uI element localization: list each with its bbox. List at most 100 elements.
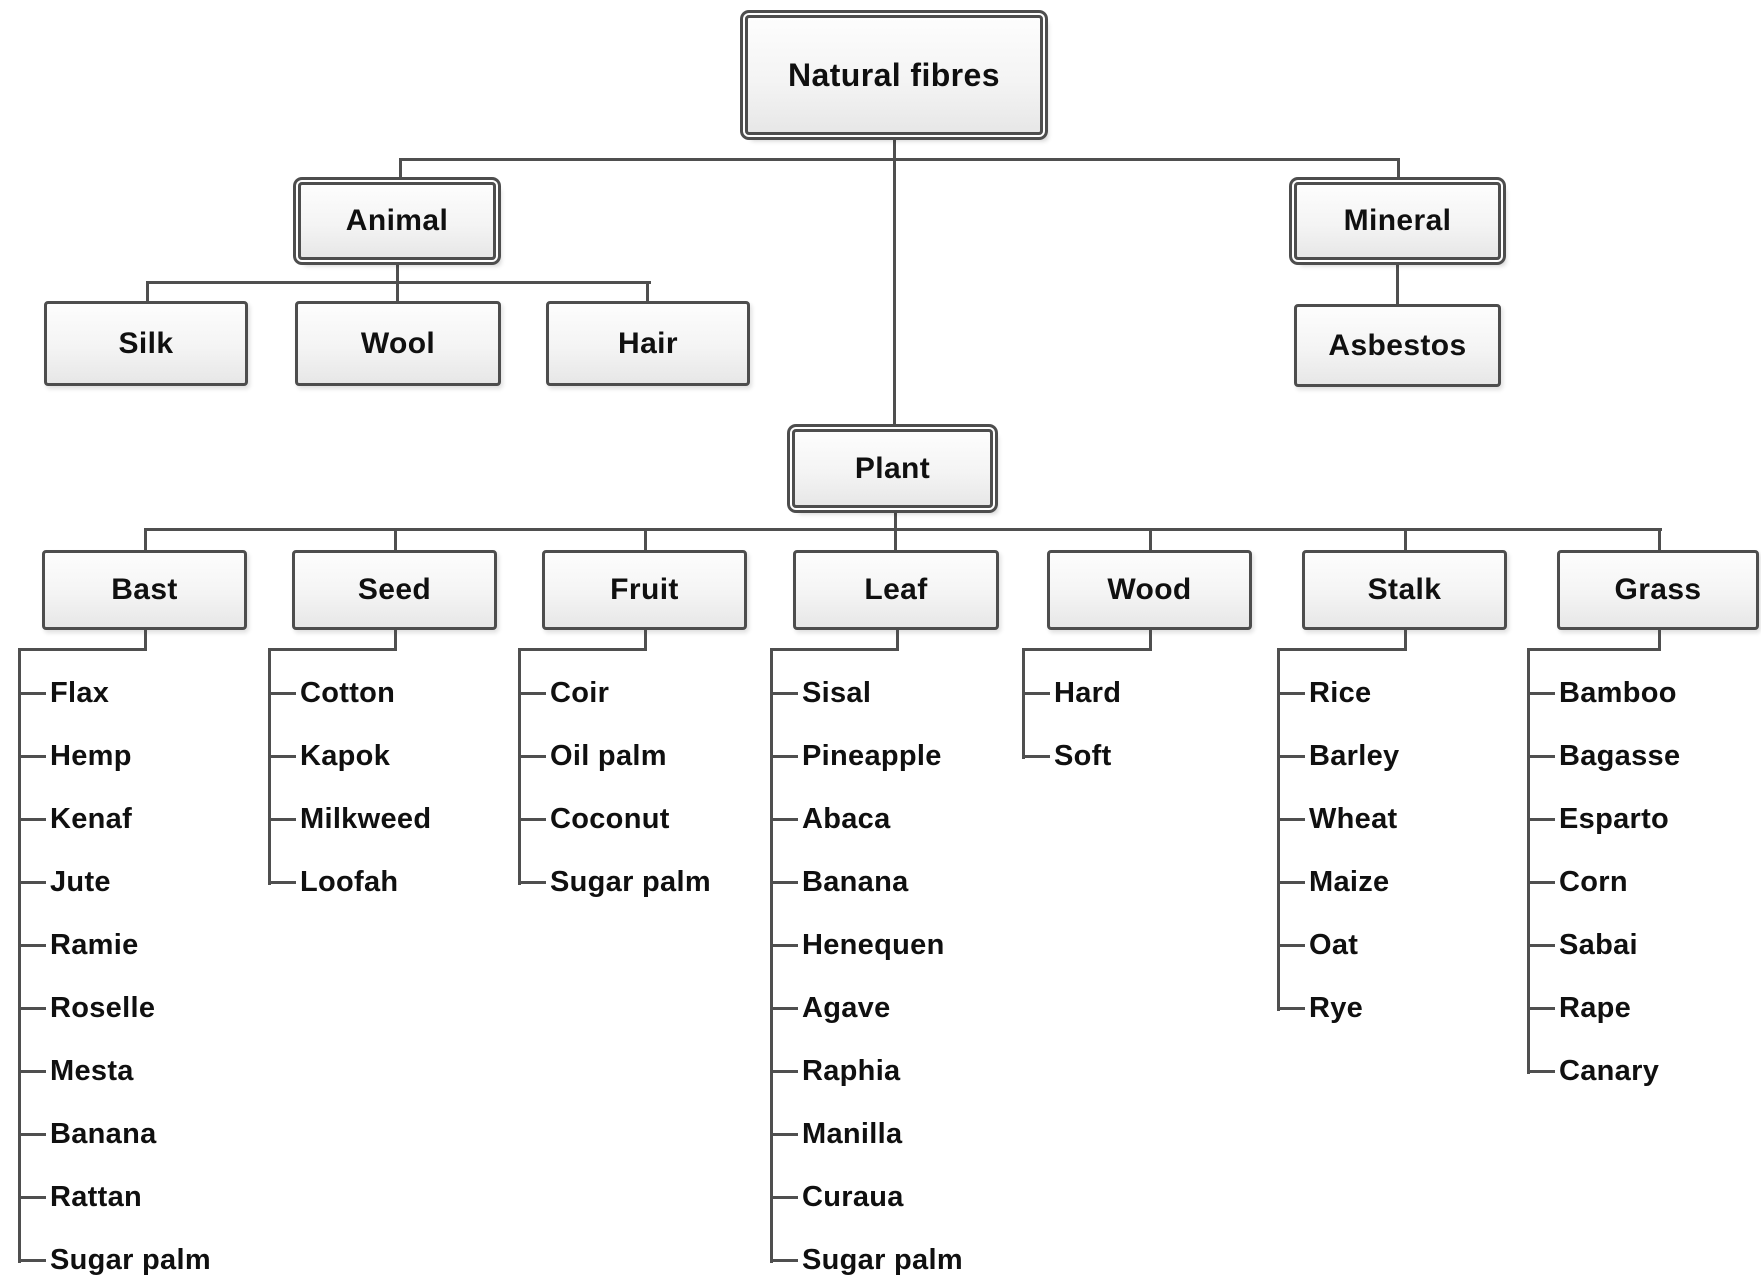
node-label: Plant: [854, 451, 931, 485]
node-silk: Silk: [44, 301, 248, 386]
node-label: Wood: [1107, 573, 1192, 606]
list-item-label: Roselle: [50, 992, 156, 1024]
connector-line: [1527, 818, 1555, 821]
node-label: Hair: [618, 326, 678, 360]
connector-line: [394, 630, 397, 651]
list-item-label: Sugar palm: [50, 1244, 211, 1276]
connector-line: [18, 1133, 46, 1136]
list-item-label: Kenaf: [50, 803, 133, 835]
connector-line: [18, 1007, 46, 1010]
connector-line: [770, 1196, 798, 1199]
connector-line: [1404, 630, 1407, 651]
connector-line: [1277, 881, 1305, 884]
list-item-label: Hard: [1054, 677, 1122, 709]
connector-line: [1658, 630, 1661, 651]
connector-line: [1022, 648, 1152, 651]
connector-line: [1527, 944, 1555, 947]
list-item-label: Manilla: [802, 1118, 903, 1150]
connector-line: [770, 818, 798, 821]
connector-line: [770, 755, 798, 758]
connector-line: [18, 818, 46, 821]
connector-line: [770, 648, 773, 1263]
node-label: Bast: [111, 573, 178, 606]
connector-line: [399, 158, 1400, 161]
connector-line: [1527, 1070, 1555, 1073]
list-item-label: Oat: [1309, 929, 1359, 961]
connector-line: [1277, 648, 1407, 651]
connector-line: [18, 648, 21, 1263]
node-label: Animal: [345, 204, 449, 237]
node-label: Silk: [118, 326, 174, 360]
list-item-label: Rape: [1559, 992, 1632, 1024]
node-stalk: Stalk: [1302, 550, 1507, 630]
connector-line: [1527, 692, 1555, 695]
list-item-label: Loofah: [300, 866, 399, 898]
connector-line: [1527, 1007, 1555, 1010]
node-label: Asbestos: [1328, 328, 1467, 362]
list-item-label: Agave: [802, 992, 891, 1024]
node-hair: Hair: [546, 301, 750, 386]
connector-line: [144, 630, 147, 651]
list-item-label: Banana: [802, 866, 909, 898]
list-item-label: Raphia: [802, 1055, 901, 1087]
connector-line: [770, 1007, 798, 1010]
list-item-label: Oil palm: [550, 740, 667, 772]
list-item-label: Ramie: [50, 929, 139, 961]
connector-line: [1527, 648, 1661, 651]
node-plant: Plant: [792, 429, 993, 508]
connector-line: [518, 818, 546, 821]
node-label: Natural fibres: [788, 56, 1000, 93]
connector-line: [268, 818, 296, 821]
connector-line: [770, 1259, 798, 1262]
list-item-label: Rye: [1309, 992, 1364, 1024]
list-item-label: Pineapple: [802, 740, 942, 772]
list-item-label: Wheat: [1309, 803, 1398, 835]
connector-line: [18, 944, 46, 947]
node-wood: Wood: [1047, 550, 1252, 630]
connector-line: [1149, 630, 1152, 651]
connector-line: [144, 528, 1662, 531]
connector-line: [268, 648, 397, 651]
connector-line: [1149, 528, 1152, 553]
node-seed: Seed: [292, 550, 497, 630]
connector-line: [1527, 648, 1530, 1074]
connector-line: [18, 1259, 46, 1262]
list-item-label: Banana: [50, 1118, 157, 1150]
list-item-label: Corn: [1559, 866, 1628, 898]
connector-line: [1277, 648, 1280, 1011]
node-animal: Animal: [298, 182, 496, 260]
node-leaf: Leaf: [793, 550, 999, 630]
node-label: Fruit: [610, 573, 679, 606]
connector-line: [893, 135, 896, 431]
list-item-label: Bamboo: [1559, 677, 1677, 709]
list-item-label: Sugar palm: [550, 866, 711, 898]
list-item-label: Curaua: [802, 1181, 904, 1213]
node-bast: Bast: [42, 550, 247, 630]
connector-line: [399, 158, 402, 186]
connector-line: [268, 692, 296, 695]
connector-line: [146, 281, 651, 284]
node-label: Leaf: [864, 573, 928, 606]
node-natural-fibres: Natural fibres: [745, 15, 1043, 135]
connector-line: [18, 881, 46, 884]
node-wool: Wool: [295, 301, 501, 386]
connector-line: [146, 281, 149, 304]
list-item-label: Canary: [1559, 1055, 1660, 1087]
connector-line: [770, 692, 798, 695]
list-item-label: Rattan: [50, 1181, 143, 1213]
connector-line: [770, 944, 798, 947]
connector-line: [144, 528, 147, 553]
node-asbestos: Asbestos: [1294, 304, 1501, 387]
node-label: Seed: [357, 573, 432, 606]
connector-line: [518, 881, 546, 884]
list-item-label: Hemp: [50, 740, 132, 772]
list-item-label: Soft: [1054, 740, 1112, 772]
connector-line: [1527, 881, 1555, 884]
list-item-label: Bagasse: [1559, 740, 1681, 772]
connector-line: [770, 1070, 798, 1073]
list-item-label: Esparto: [1559, 803, 1670, 835]
list-item-label: Sisal: [802, 677, 872, 709]
connector-line: [18, 1070, 46, 1073]
connector-line: [518, 692, 546, 695]
